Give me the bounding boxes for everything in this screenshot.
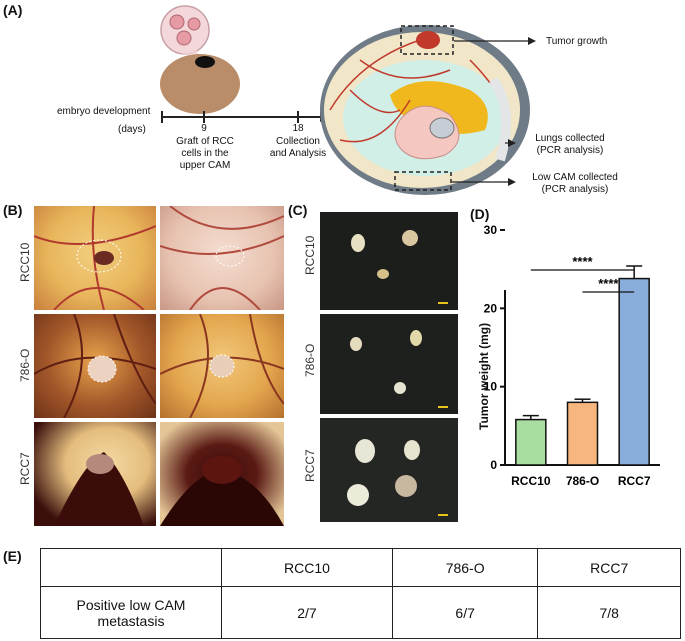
table-row: Positive low CAM metastasis 2/7 6/7 7/8 [40, 586, 681, 639]
panel-label-a: (A) [3, 2, 23, 18]
panel-label-b: (B) [3, 202, 23, 218]
row-label-rcc10: RCC10 [18, 242, 32, 282]
x-tick-label: RCC10 [511, 474, 551, 488]
row-label-rcc7: RCC7 [18, 452, 32, 485]
row-label-c-rcc7: RCC7 [303, 449, 317, 482]
timeline-label: embryo development [57, 106, 151, 117]
bubble-cone [173, 50, 205, 64]
metastasis-table: RCC10 786-O RCC7 Positive low CAM metast… [40, 548, 681, 639]
table-header-cell [40, 548, 222, 587]
x-tick-label: 786-O [566, 474, 599, 488]
tumor-growth-label: Tumor growth [546, 36, 608, 47]
photo-c-786o [320, 314, 458, 414]
panel-label-d: (D) [470, 206, 490, 222]
y-tick-label: 10 [484, 380, 498, 394]
table-header-cell: RCC10 [221, 548, 393, 587]
photo-c-rcc7 [320, 418, 458, 522]
bar [515, 418, 547, 466]
bar [566, 401, 599, 466]
graft-caption: Graft of RCC cells in the upper CAM [176, 136, 234, 171]
table-header-cell: 786-O [391, 548, 539, 587]
photo-rcc7-a [34, 422, 156, 526]
cell [169, 14, 185, 30]
significance-label: **** [572, 254, 593, 269]
cell [176, 30, 192, 46]
low-cam-box [394, 171, 452, 191]
table-cell: 6/7 [391, 586, 539, 639]
table-header-cell: RCC7 [537, 548, 681, 587]
row-label-786o: 786-O [18, 348, 32, 382]
y-tick-label: 20 [484, 301, 498, 315]
y-tick-label: 30 [484, 223, 498, 237]
collection-caption: Collection and Analysis [269, 136, 327, 159]
cell-bubble [160, 5, 210, 55]
photo-c-rcc10 [320, 212, 458, 310]
photo-786o-a [34, 314, 156, 418]
panel-label-c: (C) [288, 202, 308, 218]
table-header-row: RCC10 786-O RCC7 [40, 548, 681, 587]
x-tick-label: RCC7 [618, 474, 651, 488]
y-tick-label: 0 [490, 458, 497, 472]
egg-window [195, 56, 215, 68]
air-sac [488, 77, 512, 162]
cam-vessels [329, 39, 511, 143]
arrow-head-icon [508, 139, 516, 147]
timeline-unit: (days) [118, 124, 146, 135]
row-label-c-786o: 786-O [303, 343, 317, 377]
day-collection: 18 [292, 123, 304, 134]
table-cell: 7/8 [537, 586, 681, 639]
embryo-eye [429, 117, 455, 139]
photo-rcc10-a [34, 206, 156, 310]
lungs-caption: Lungs collected (PCR analysis) [535, 133, 605, 156]
photo-rcc10-b [160, 206, 284, 310]
tumor-weight-chart: 0 10 20 30 RCC10 786-O RCC7 **** **** [484, 223, 660, 488]
bar [618, 277, 650, 466]
chart-ylabel: Tumor weight (mg) [477, 322, 491, 430]
row-label-c-rcc10: RCC10 [303, 235, 317, 275]
table-cell: 2/7 [221, 586, 393, 639]
photo-rcc7-b [160, 422, 284, 526]
arrow-head-icon [528, 37, 536, 45]
photo-786o-b [160, 314, 284, 418]
lowcam-caption: Low CAM collected (PCR analysis) [532, 172, 618, 195]
panel-label-e: (E) [3, 548, 22, 564]
day-graft: 9 [201, 123, 207, 134]
egg-shell [160, 54, 240, 114]
tumor-box [400, 25, 454, 55]
arrow-head-icon [508, 178, 516, 186]
table-row-label: Positive low CAM metastasis [40, 586, 222, 639]
cell [187, 17, 201, 31]
tumor [416, 31, 440, 49]
schematic-a [160, 5, 536, 195]
significance-label: **** [598, 276, 619, 291]
